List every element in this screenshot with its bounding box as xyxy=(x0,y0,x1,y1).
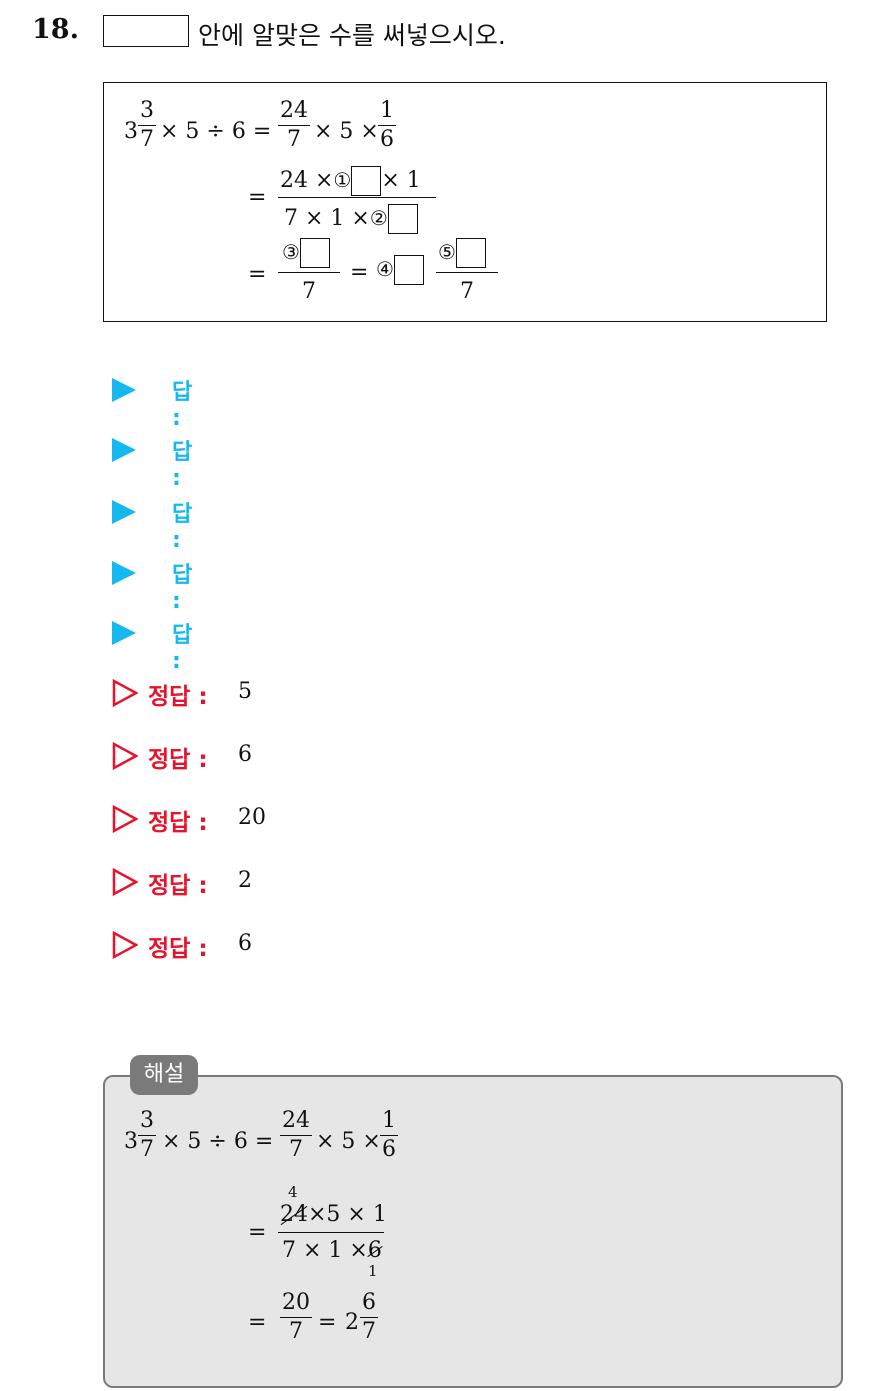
cancelled-number: 6 xyxy=(367,1238,382,1263)
play-triangle-icon xyxy=(112,500,136,524)
cancel-bottom: 1 xyxy=(368,1262,378,1280)
equals-sign: = xyxy=(350,260,369,285)
equals-sign: = xyxy=(318,1310,337,1335)
mixed-whole: 3 xyxy=(124,119,138,144)
ops-text-2: × 5 × xyxy=(316,1129,381,1154)
answer-blank-1[interactable] xyxy=(351,166,382,196)
ops-text: × 5 ÷ 6 = xyxy=(162,1129,274,1154)
outline-triangle-icon xyxy=(112,742,138,770)
answer-label: 답 : xyxy=(172,440,193,491)
correct-answer-value: 6 xyxy=(238,931,252,956)
line3-numerator: ③ xyxy=(282,238,330,268)
correct-answer-value: 2 xyxy=(238,868,252,893)
correct-answer-label: 정답 : xyxy=(148,684,208,710)
outline-triangle-icon xyxy=(112,868,138,896)
problem-box xyxy=(103,82,827,322)
correct-answer-label: 정답 : xyxy=(148,936,208,962)
equals-sign: = xyxy=(248,1310,267,1335)
equals-sign: = xyxy=(248,262,267,287)
answer-blank-3[interactable] xyxy=(299,238,330,268)
explanation-box xyxy=(103,1075,843,1388)
line2-denominator: 7 × 1 ×② xyxy=(284,204,418,234)
line3-denominator: 7 xyxy=(302,279,316,304)
play-triangle-icon xyxy=(112,378,136,402)
circle-2-icon: ② xyxy=(369,206,388,230)
play-triangle-icon xyxy=(112,561,136,585)
answer-label: 답 : xyxy=(172,380,193,431)
correct-answer-value: 6 xyxy=(238,742,252,767)
outline-triangle-icon xyxy=(112,931,138,959)
correct-answer-value: 5 xyxy=(238,679,252,704)
fraction-bar xyxy=(436,272,498,273)
mixed-whole: 3 xyxy=(124,1129,138,1154)
line3-mixed-numerator: ⑤ xyxy=(438,238,486,268)
correct-answer-label: 정답 : xyxy=(148,810,208,836)
correct-answer-value: 20 xyxy=(238,805,266,830)
explanation-tag: 해설 xyxy=(130,1055,198,1095)
fraction-bar xyxy=(278,1232,384,1233)
correct-answer-label: 정답 : xyxy=(148,747,208,773)
mixed-whole: 2 xyxy=(345,1310,359,1335)
line2-numerator: 24 ×①× 1 xyxy=(280,166,421,196)
equals-sign: = xyxy=(248,1220,267,1245)
question-instruction: 안에 알맞은 수를 써넣으시오. xyxy=(198,21,506,50)
answer-blank-2[interactable] xyxy=(387,204,418,234)
fraction-bar xyxy=(278,197,436,198)
answer-blank-4[interactable] xyxy=(393,255,424,285)
answer-label: 답 : xyxy=(172,502,193,553)
fraction-bar xyxy=(278,272,340,273)
answer-blank-5[interactable] xyxy=(455,238,486,268)
circle-1-icon: ① xyxy=(333,168,352,192)
expl-line2-numerator: 24×5 × 1 xyxy=(280,1202,387,1227)
answer-label: 답 : xyxy=(172,563,193,614)
question-number: 18. xyxy=(32,14,79,45)
blank-box-icon xyxy=(103,15,189,47)
cancelled-number: 24 xyxy=(280,1202,308,1227)
outline-triangle-icon xyxy=(112,805,138,833)
play-triangle-icon xyxy=(112,621,136,645)
circle-4-icon: ④ xyxy=(376,257,394,281)
line3-mixed: ④ xyxy=(376,255,424,285)
circle-5-icon: ⑤ xyxy=(438,240,456,264)
ops-text: × 5 ÷ 6 = xyxy=(160,119,272,144)
ops-text-2: × 5 × xyxy=(314,119,379,144)
outline-triangle-icon xyxy=(112,679,138,707)
circle-3-icon: ③ xyxy=(282,240,300,264)
answer-label: 답 : xyxy=(172,623,193,674)
equals-sign: = xyxy=(248,185,267,210)
cancel-top: 4 xyxy=(288,1183,298,1201)
play-triangle-icon xyxy=(112,438,136,462)
line3-mixed-denominator: 7 xyxy=(460,279,474,304)
expl-line2-denominator: 7 × 1 ×6 xyxy=(282,1238,382,1263)
correct-answer-label: 정답 : xyxy=(148,873,208,899)
